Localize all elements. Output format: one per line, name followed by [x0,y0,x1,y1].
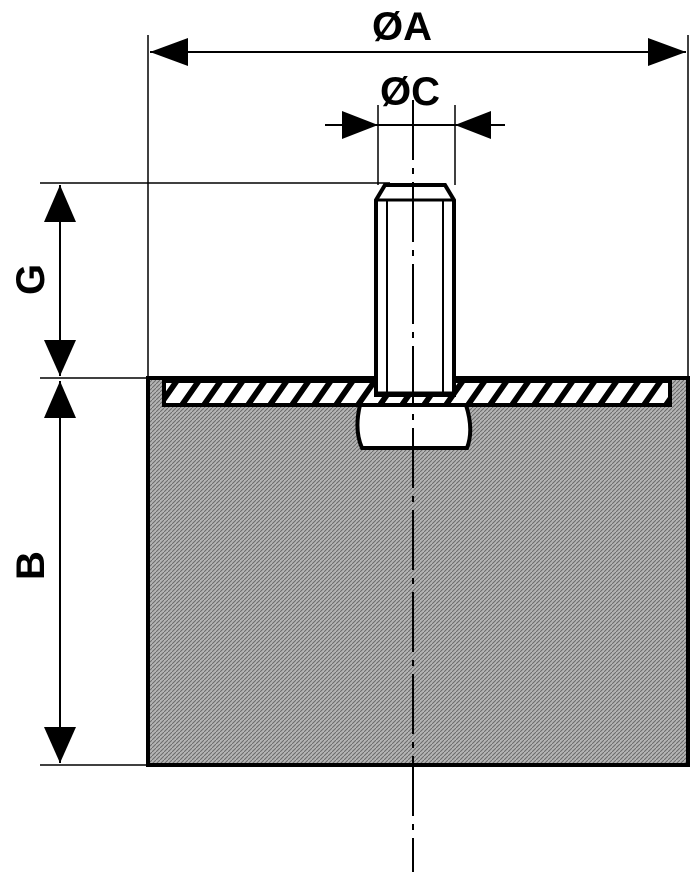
dimension-g [44,185,76,376]
bolt-head [355,403,473,450]
dimension-c [325,111,505,139]
label-dim-g: G [9,264,53,295]
dimension-b [44,381,76,763]
label-dim-b: B [9,551,53,580]
label-dim-c: ØC [380,70,440,114]
dimension-a [150,38,686,66]
label-dim-a: ØA [372,5,432,49]
extension-lines [40,35,689,766]
